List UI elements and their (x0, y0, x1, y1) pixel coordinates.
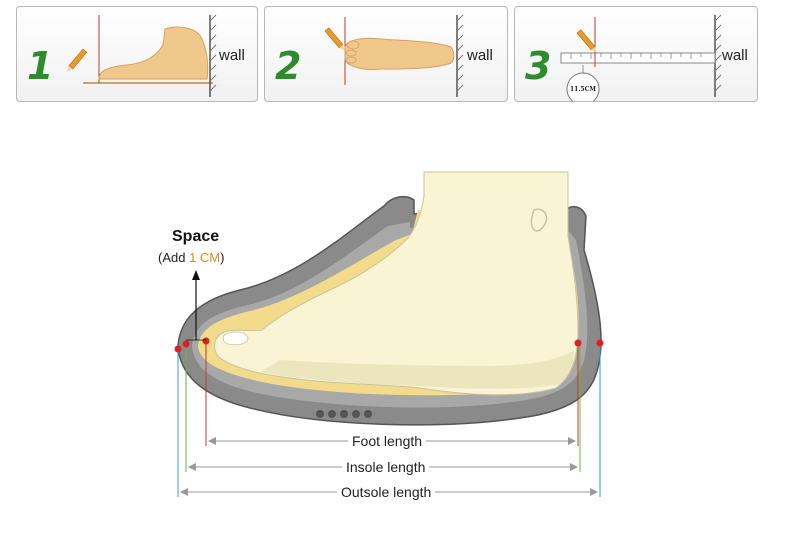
step-3-panel: 3 11.5CM wall (514, 6, 758, 102)
step-2-wall-label: wall (467, 47, 493, 64)
step-1-number: 1 (27, 44, 54, 88)
foot-length-label: Foot length (348, 433, 427, 449)
step-1-illustration (66, 14, 217, 97)
space-add-suffix: ) (220, 250, 225, 265)
step-3-number: 3 (525, 44, 552, 88)
step-2-illustration (324, 14, 464, 97)
step-1-wall-label: wall (219, 47, 245, 64)
step-2-number: 2 (275, 44, 302, 88)
step-2-panel: 2 wall (264, 6, 508, 102)
foot-shape (214, 171, 579, 396)
space-subtitle: (Add 1 CM) (158, 250, 224, 265)
space-title: Space (172, 228, 220, 245)
insole-length-label: Insole length (342, 459, 430, 475)
step-1-panel: 1 wall (16, 6, 258, 102)
step-3-illustration (560, 14, 722, 101)
step-3-measurement: 11.5CM (569, 86, 597, 93)
step-3-wall-label: wall (722, 47, 748, 64)
space-add-prefix: (Add (158, 250, 190, 265)
space-add-value: 1 CM (189, 250, 221, 265)
outsole-length-label: Outsole length (337, 484, 436, 500)
